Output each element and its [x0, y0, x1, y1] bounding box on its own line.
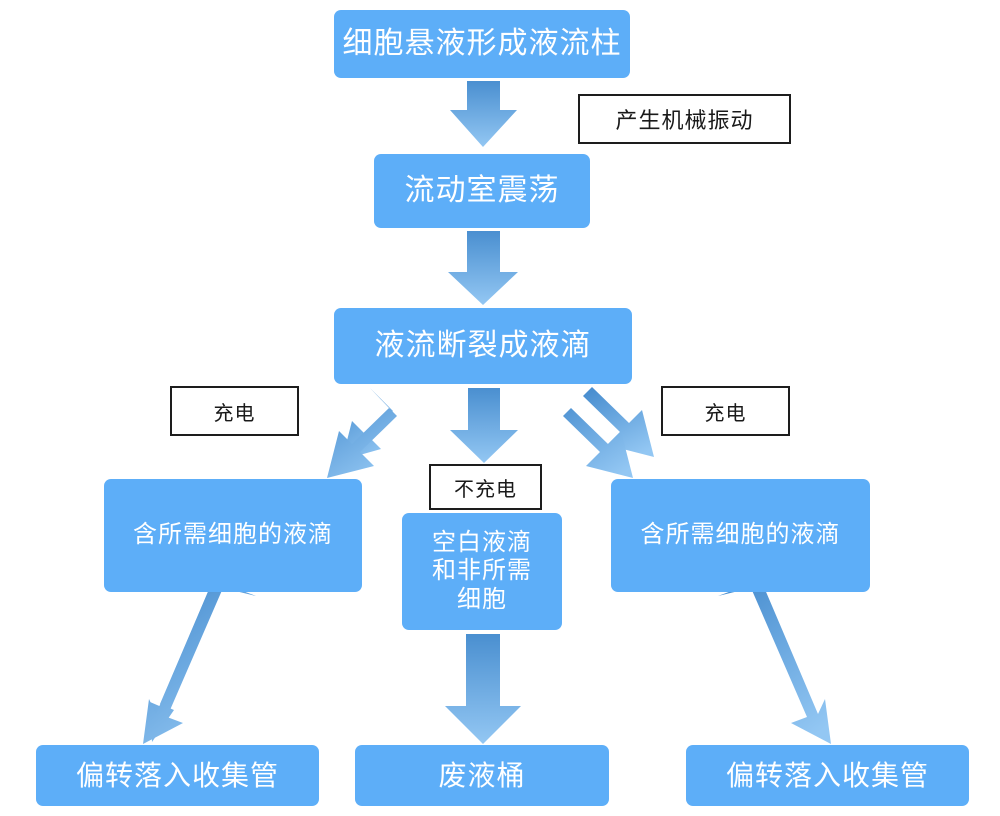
arrow-wanted-right-to-collect-right	[718, 580, 831, 744]
node-blank-and-unwanted-cells[interactable]: 空白液滴 和非所需 细胞	[402, 513, 562, 630]
note-charge-right[interactable]: 充电	[661, 386, 790, 436]
node-flow-chamber-oscillation[interactable]: 流动室震荡	[374, 154, 590, 228]
node-deflect-into-collection-tube-left[interactable]: 偏转落入收集管	[36, 745, 319, 806]
note-mechanical-vibration[interactable]: 产生机械振动	[578, 94, 791, 144]
arrow-droplet-to-wanted-right	[563, 387, 654, 478]
node-waste-container[interactable]: 废液桶	[355, 745, 609, 806]
node-droplet-with-wanted-cells-right[interactable]: 含所需细胞的液滴	[611, 479, 870, 592]
arrow-chamber-to-droplet	[448, 231, 518, 305]
arrow-droplet-to-blank	[450, 388, 518, 463]
blank-line-1: 空白液滴	[432, 529, 532, 557]
arrow-stream-to-chamber	[450, 81, 517, 147]
node-droplet-with-wanted-cells-left[interactable]: 含所需细胞的液滴	[104, 479, 362, 592]
node-deflect-into-collection-tube-right[interactable]: 偏转落入收集管	[686, 745, 969, 806]
arrow-droplet-to-wanted-left	[327, 387, 397, 478]
blank-line-3: 细胞	[457, 585, 507, 613]
arrow-wanted-left-to-collect-left	[143, 580, 256, 744]
note-no-charge[interactable]: 不充电	[429, 464, 542, 510]
blank-line-2: 和非所需	[432, 557, 532, 585]
note-charge-left[interactable]: 充电	[170, 386, 299, 436]
node-stream-breaks-into-droplets[interactable]: 液流断裂成液滴	[334, 308, 632, 384]
arrow-blank-to-waste	[445, 634, 521, 744]
node-cell-suspension-stream[interactable]: 细胞悬液形成液流柱	[334, 10, 630, 78]
